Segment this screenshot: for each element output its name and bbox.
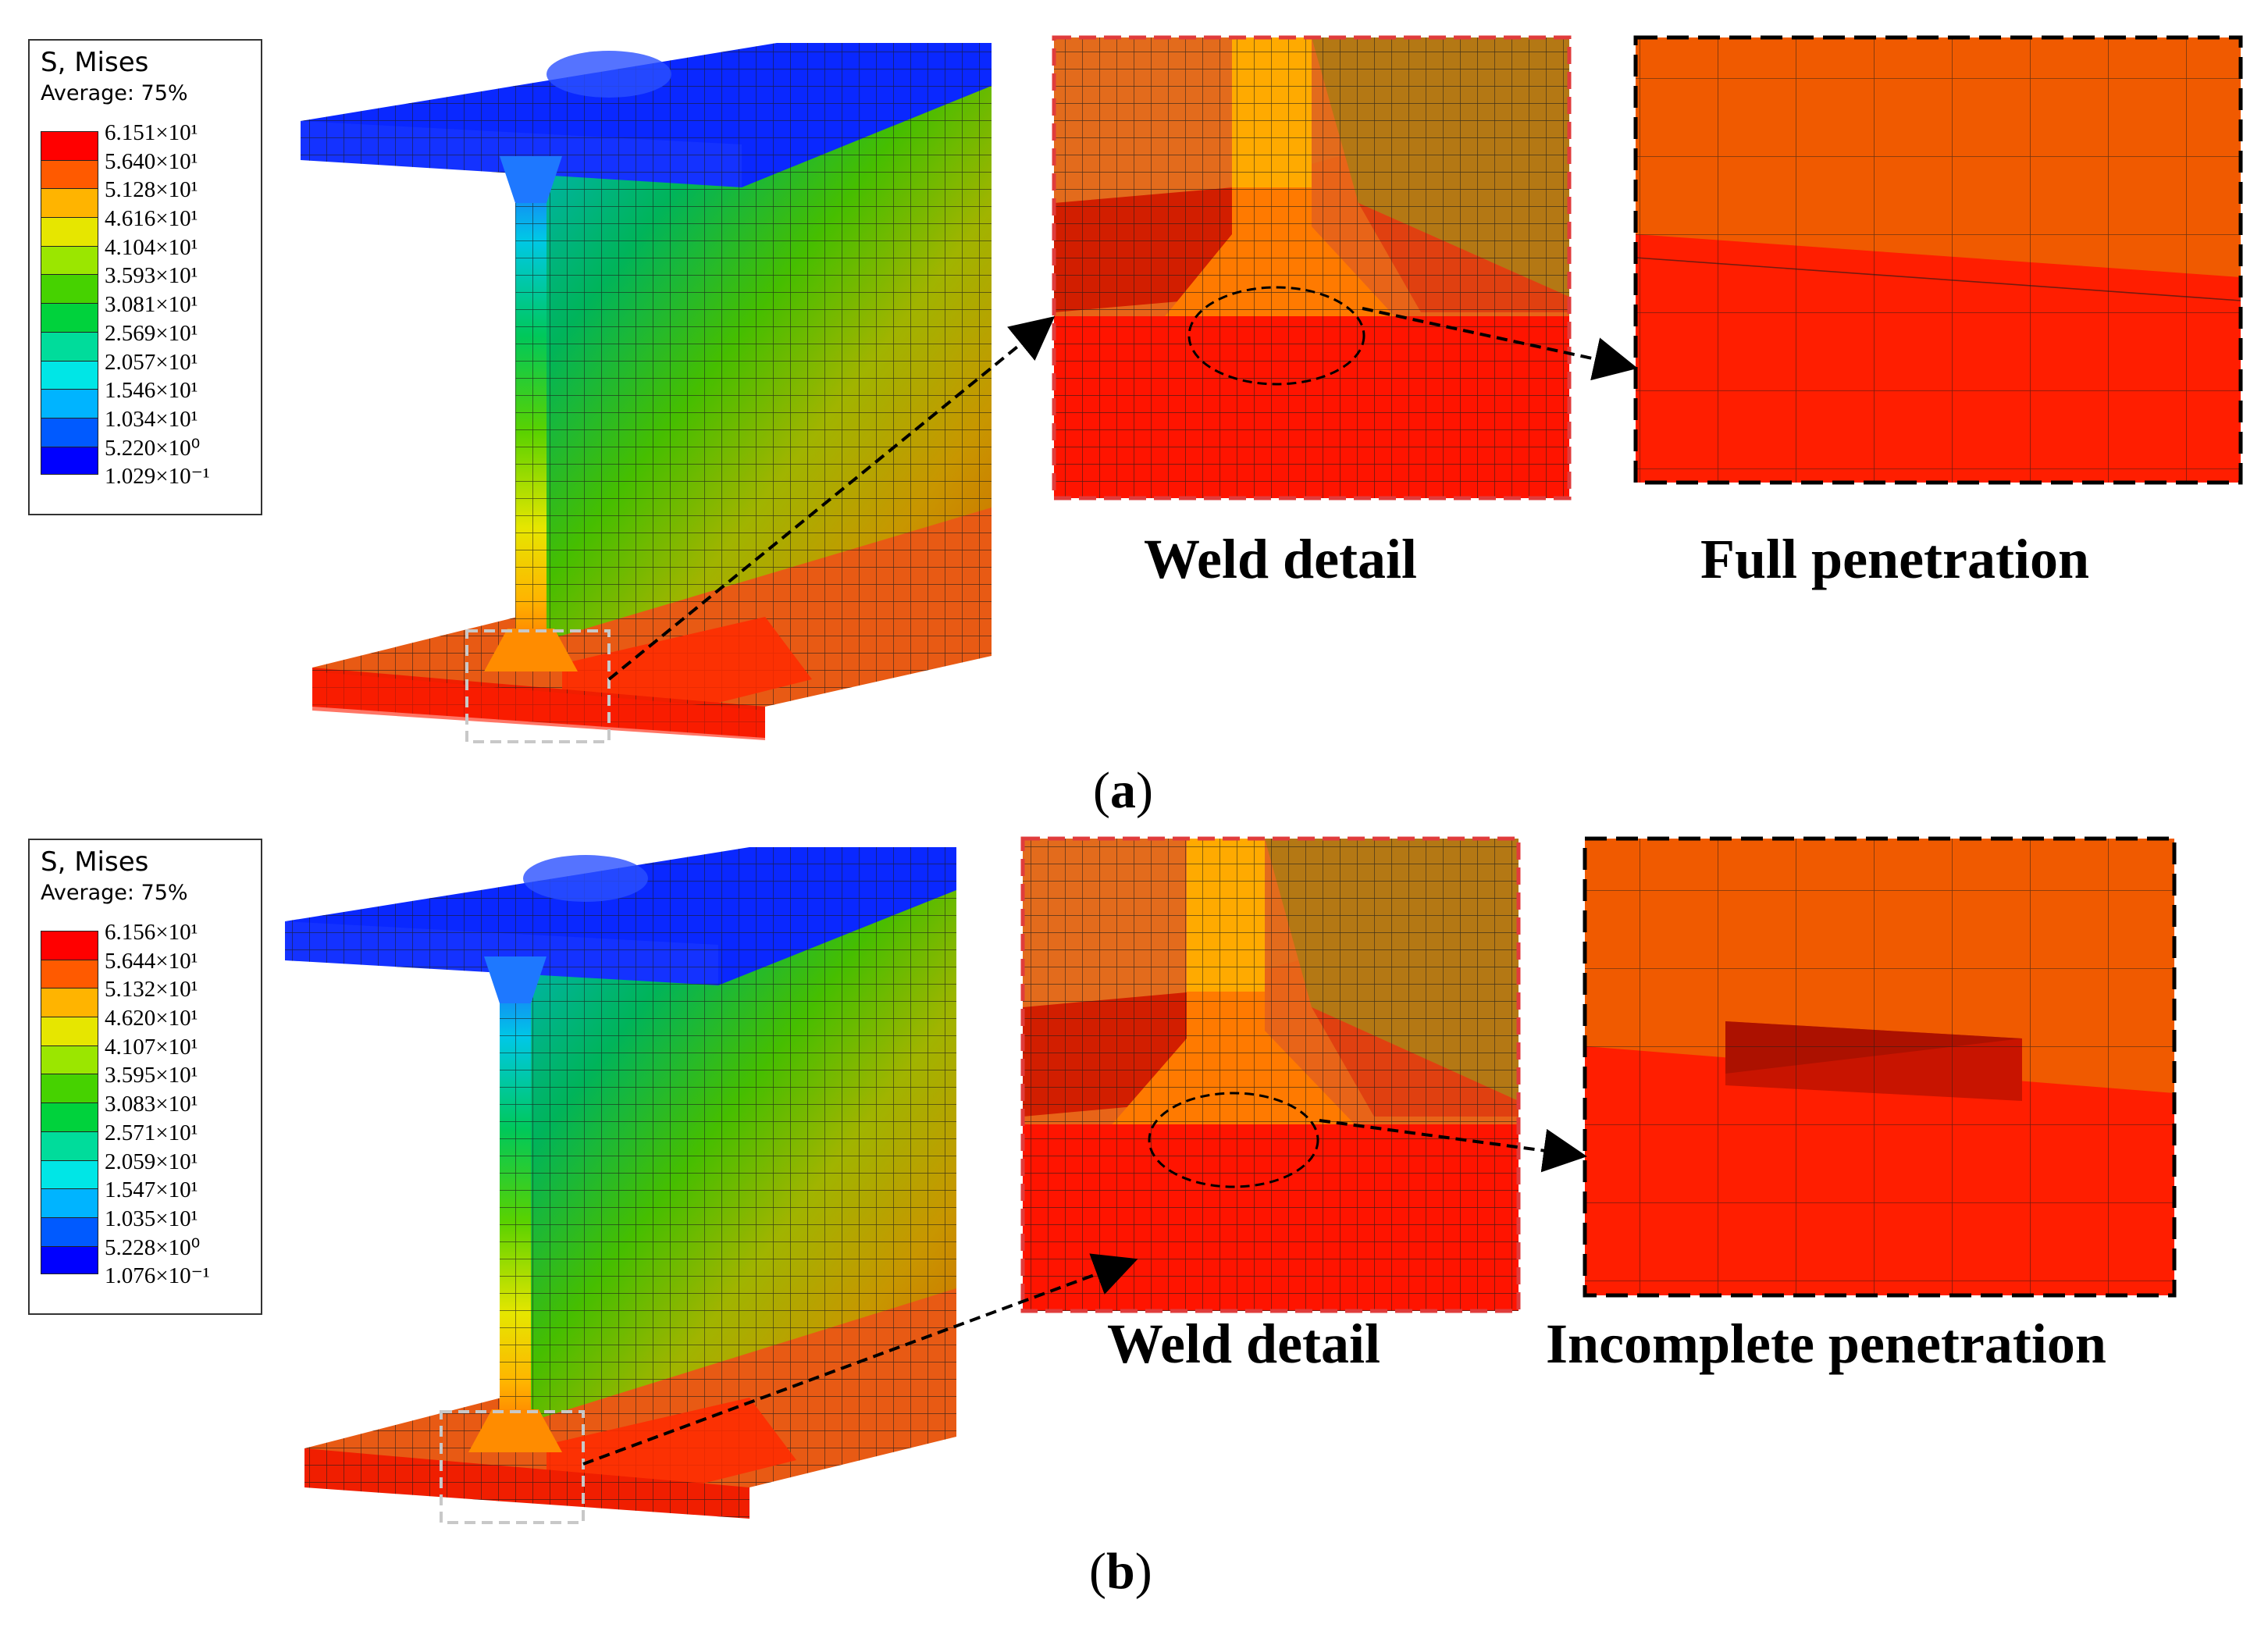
ibeam-model-b xyxy=(285,847,956,1524)
legend-swatch xyxy=(41,1074,98,1103)
legend-value: 4.107×10¹ xyxy=(105,1034,198,1060)
legend-subtitle: Average: 75% xyxy=(41,881,188,905)
legend-swatch xyxy=(41,1102,98,1131)
penetration-frame xyxy=(1633,35,2243,485)
legend-swatch xyxy=(41,417,98,447)
legend-swatch xyxy=(41,274,98,304)
panel-a-graphics xyxy=(301,35,2243,743)
legend-value: 5.228×10⁰ xyxy=(105,1234,201,1260)
stress-legend-a: S, Mises Average: 75% 6.151×10¹ 5.640×10… xyxy=(28,39,262,515)
legend-value: 4.616×10¹ xyxy=(105,206,198,232)
legend-value: 5.132×10¹ xyxy=(105,977,198,1003)
legend-swatch xyxy=(41,1045,98,1074)
legend-value: 1.547×10¹ xyxy=(105,1177,198,1203)
legend-value: 6.151×10¹ xyxy=(105,120,198,145)
legend-value: 1.546×10¹ xyxy=(105,378,198,404)
legend-swatch xyxy=(41,1131,98,1160)
legend-value: 1.035×10¹ xyxy=(105,1206,198,1231)
caption-weld-detail: Weld detail xyxy=(1144,528,1418,590)
caption-weld-detail: Weld detail xyxy=(1107,1313,1381,1375)
legend-swatch xyxy=(41,389,98,418)
weld-detail-frame xyxy=(1052,35,1572,500)
weld-detail-zoom-a xyxy=(1052,35,1572,500)
penetration-zoom-b xyxy=(1583,836,2177,1298)
legend-swatch xyxy=(41,931,98,960)
legend-title: S, Mises xyxy=(41,47,149,78)
zoom-arrow-1 xyxy=(607,315,1056,681)
legend-value: 1.076×10⁻¹ xyxy=(105,1263,210,1289)
weld-highlight-box xyxy=(465,629,611,743)
panel-label-b: (b) xyxy=(1089,1543,1152,1600)
legend-value: 2.059×10¹ xyxy=(105,1149,198,1174)
legend-swatch xyxy=(41,1216,98,1246)
legend-value: 3.083×10¹ xyxy=(105,1092,198,1117)
legend-value: 5.640×10¹ xyxy=(105,148,198,174)
legend-swatch xyxy=(41,360,98,390)
legend-value: 2.569×10¹ xyxy=(105,320,198,346)
legend-swatch xyxy=(41,245,98,275)
legend-value: 2.057×10¹ xyxy=(105,349,198,375)
legend-color-bar xyxy=(41,131,98,476)
legend-values: 6.156×10¹ 5.644×10¹ 5.132×10¹ 4.620×10¹ … xyxy=(105,918,210,1291)
zoom-arrow-2 xyxy=(1319,1119,1587,1173)
legend-value: 5.220×10⁰ xyxy=(105,435,201,461)
legend-value: 3.593×10¹ xyxy=(105,263,198,289)
legend-swatch xyxy=(41,446,98,476)
legend-value: 2.571×10¹ xyxy=(105,1120,198,1145)
legend-value: 5.644×10¹ xyxy=(105,948,198,974)
legend-swatch xyxy=(41,1188,98,1217)
panel-b: S, Mises Average: 75% 6.156×10¹ 5.644×10… xyxy=(0,812,2268,1635)
legend-swatch xyxy=(41,988,98,1017)
legend-swatch xyxy=(41,159,98,189)
legend-swatch xyxy=(41,188,98,218)
legend-swatch xyxy=(41,303,98,332)
legend-value: 1.034×10¹ xyxy=(105,406,198,432)
legend-value: 6.156×10¹ xyxy=(105,920,198,945)
weld-detail-zoom-b xyxy=(1020,836,1521,1313)
legend-swatch xyxy=(41,217,98,246)
weld-highlight-box xyxy=(440,1410,585,1524)
weld-detail-frame xyxy=(1020,836,1521,1313)
zoom-arrow-1 xyxy=(582,1253,1138,1466)
caption-incomplete-penetration: Incomplete penetration xyxy=(1546,1313,2106,1375)
legend-value: 4.620×10¹ xyxy=(105,1006,198,1031)
ibeam-model-a xyxy=(301,43,992,743)
legend-value: 1.029×10⁻¹ xyxy=(105,464,210,490)
legend-swatch xyxy=(41,131,98,160)
penetration-frame xyxy=(1583,836,2177,1298)
legend-swatch xyxy=(41,331,98,361)
legend-subtitle: Average: 75% xyxy=(41,81,188,105)
legend-title: S, Mises xyxy=(41,846,149,878)
legend-swatch xyxy=(41,1159,98,1189)
legend-swatch xyxy=(41,1017,98,1045)
penetration-zoom-a xyxy=(1633,35,2243,485)
stress-legend-b: S, Mises Average: 75% 6.156×10¹ 5.644×10… xyxy=(28,839,262,1315)
legend-value: 3.595×10¹ xyxy=(105,1063,198,1088)
legend-swatch xyxy=(41,1245,98,1275)
caption-full-penetration: Full penetration xyxy=(1700,528,2089,590)
zoom-arrow-2 xyxy=(1362,307,1638,381)
panel-b-graphics xyxy=(285,836,2177,1524)
legend-value: 4.104×10¹ xyxy=(105,234,198,260)
legend-value: 3.081×10¹ xyxy=(105,292,198,318)
panel-a: S, Mises Average: 75% 6.151×10¹ 5.640×10… xyxy=(28,35,2243,819)
legend-color-bar xyxy=(41,931,98,1275)
panel-label-a: (a) xyxy=(1093,762,1153,819)
legend-swatch xyxy=(41,959,98,988)
legend-value: 5.128×10¹ xyxy=(105,177,198,203)
legend-values: 6.151×10¹ 5.640×10¹ 5.128×10¹ 4.616×10¹ … xyxy=(105,119,210,491)
